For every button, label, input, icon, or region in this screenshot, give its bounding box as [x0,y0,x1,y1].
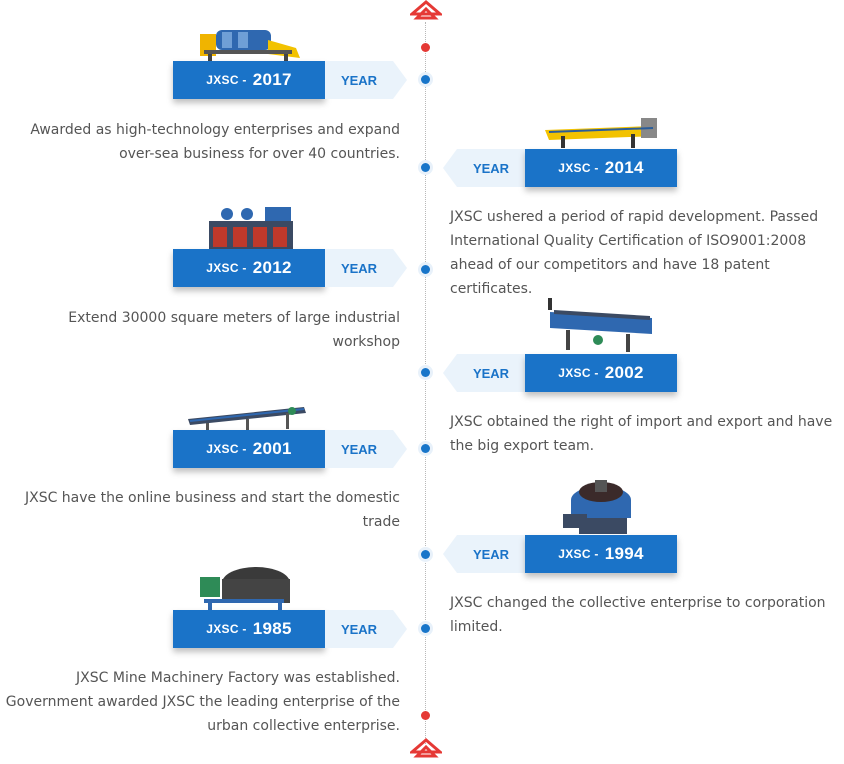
timeline-dot [421,163,430,172]
brand-label: JXSC - [558,161,599,175]
brand-label: JXSC - [206,73,247,87]
year-tag: YEAR [443,149,525,187]
timeline-dot [421,550,430,559]
vibrating-screen-machine-icon [548,298,652,352]
timeline-bottom-arrow-icon [410,738,442,758]
rotary-scrubber-machine-icon [200,30,300,62]
belt-conveyor-machine-icon [188,407,306,431]
year-tag: YEAR [443,354,525,392]
brand-label: JXSC - [558,547,599,561]
brand-label: JXSC - [558,366,599,380]
brand-label: JXSC - [206,442,247,456]
year-box-2002: JXSC - 2002 [525,354,677,392]
event-description-2017: Awarded as high-technology enterprises a… [30,122,400,162]
event-description-2012: Extend 30000 square meters of large indu… [68,310,400,350]
year-label: 2014 [604,158,644,177]
year-box-2014: JXSC - 2014 [525,149,677,187]
jig-separator-machine-icon [209,207,293,249]
year-label: 2001 [252,439,292,458]
year-tag: YEAR [443,535,525,573]
year-box-2001: JXSC - 2001 [173,430,325,468]
timeline-top-arrow-icon [410,0,442,20]
event-description-2001: JXSC have the online business and start … [24,490,400,530]
year-tag: YEAR [325,249,407,287]
event-description-1985: JXSC Mine Machinery Factory was establis… [5,670,400,734]
year-tag: YEAR [325,61,407,99]
timeline-end-dot [421,711,430,720]
timeline-dot [421,368,430,377]
timeline-dot [421,624,430,633]
year-box-2012: JXSC - 2012 [173,249,325,287]
timeline-start-dot [421,43,430,52]
timeline-dot [421,444,430,453]
year-label: 1994 [604,544,644,563]
year-label: 2002 [604,363,644,382]
timeline-line [425,22,426,744]
year-label: 2017 [252,70,292,89]
year-tag: YEAR [325,610,407,648]
event-description-1994: JXSC changed the collective enterprise t… [450,595,826,635]
shaking-table-machine-icon [545,118,657,148]
event-description-2014: JXSC ushered a period of rapid developme… [450,209,819,297]
year-box-1985: JXSC - 1985 [173,610,325,648]
wet-pan-mill-machine-icon [563,480,631,534]
year-label: 1985 [252,619,292,638]
timeline-dot [421,265,430,274]
timeline-dot [421,75,430,84]
brand-label: JXSC - [206,261,247,275]
brand-label: JXSC - [206,622,247,636]
year-box-2017: JXSC - 2017 [173,61,325,99]
magnetic-separator-machine-icon [200,567,290,611]
year-label: 2012 [252,258,292,277]
event-description-2002: JXSC obtained the right of import and ex… [450,414,833,454]
year-tag: YEAR [325,430,407,468]
year-box-1994: JXSC - 1994 [525,535,677,573]
